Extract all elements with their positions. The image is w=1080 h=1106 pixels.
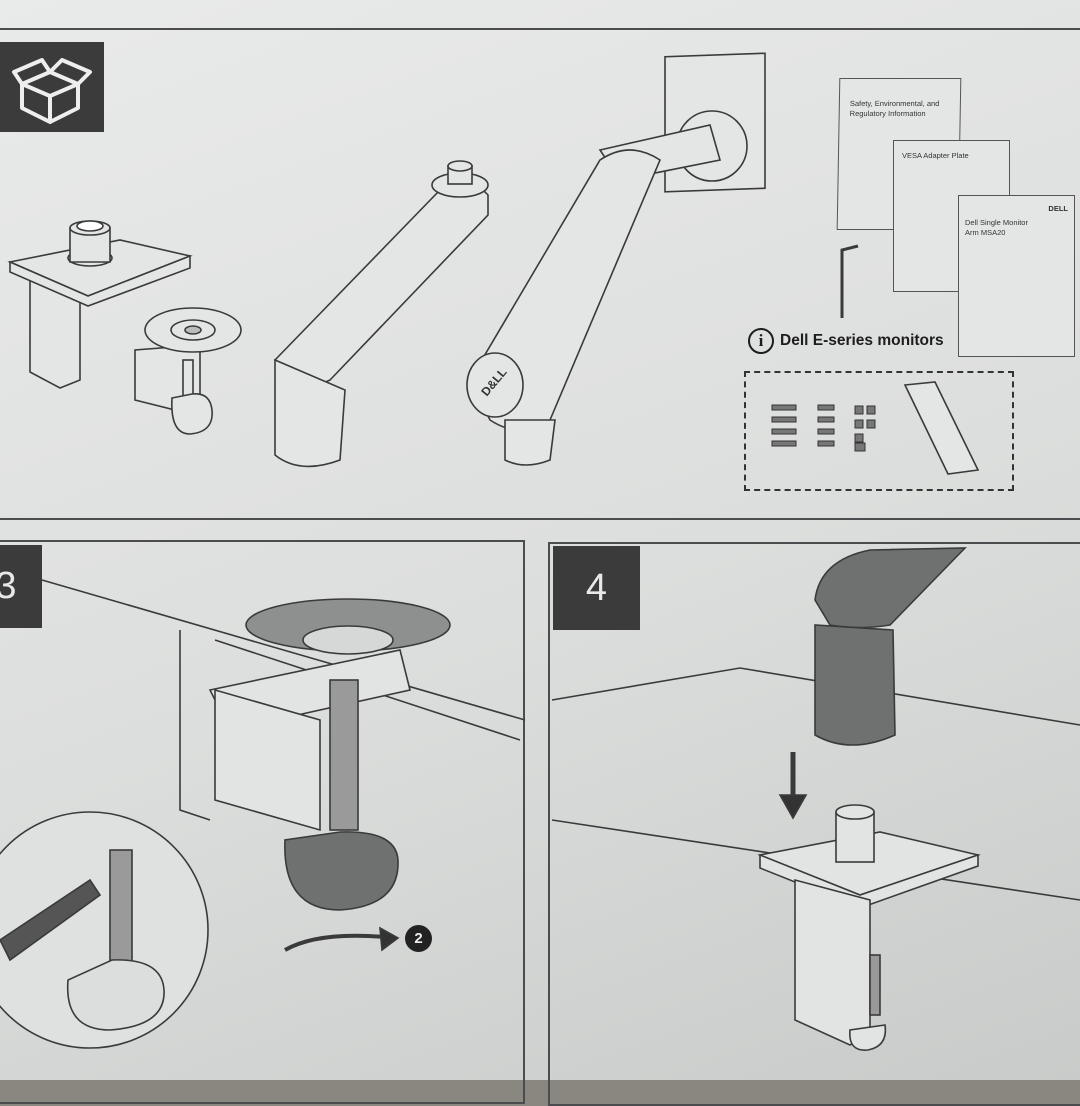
step-4-number: 4 (585, 566, 608, 609)
user-guide-document: DELL Dell Single Monitor Arm MSA20 (958, 195, 1075, 357)
e-series-note: i Dell E-series monitors (748, 328, 944, 354)
package-contents-panel (0, 28, 1080, 520)
open-box-icon (0, 42, 104, 132)
step-4-badge: 4 (553, 546, 640, 630)
guide-title: Dell Single Monitor Arm MSA20 (965, 218, 1028, 237)
step-3-number: 3 (0, 565, 17, 607)
e-series-parts-box (744, 371, 1014, 491)
vesa-title: VESA Adapter Plate (902, 151, 969, 160)
info-icon: i (748, 328, 774, 354)
rotation-step-badge: 2 (405, 925, 432, 952)
assembly-illustration (0, 547, 1080, 1051)
guide-logo: DELL (1048, 204, 1068, 213)
step-3-badge: 3 (0, 545, 42, 628)
e-series-text: Dell E-series monitors (780, 332, 944, 349)
parts-illustration (7, 52, 980, 475)
